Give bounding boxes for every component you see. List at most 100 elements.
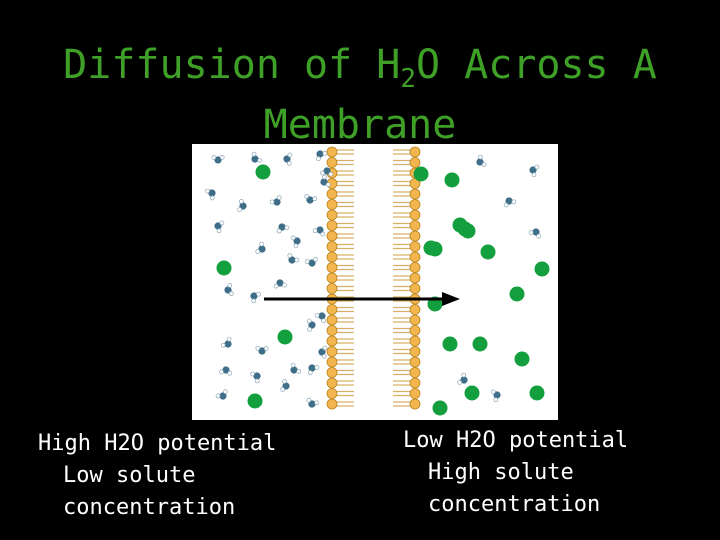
solute-particle-icon <box>460 223 476 239</box>
water-hydrogen <box>320 231 326 237</box>
water-hydrogen <box>238 199 244 204</box>
water-hydrogen <box>304 259 310 264</box>
lipid-head-icon <box>326 356 338 368</box>
water-molecule-icon <box>251 151 263 163</box>
water-hydrogen <box>259 241 265 247</box>
water-hydrogen <box>325 182 331 187</box>
right-caption-line-3: concentration <box>428 492 601 517</box>
water-molecule-icon <box>316 150 328 162</box>
water-molecule-icon <box>320 167 334 177</box>
water-molecule-icon <box>250 371 261 384</box>
water-hydrogen <box>255 345 261 351</box>
water-hydrogen <box>534 164 540 170</box>
water-hydrogen <box>314 365 320 370</box>
lipid-head-icon <box>326 157 338 168</box>
water-hydrogen <box>321 318 326 324</box>
water-hydrogen <box>257 157 263 163</box>
water-molecule-icon <box>255 241 266 254</box>
water-molecule-icon <box>211 155 225 164</box>
lipid-head-icon <box>326 209 338 221</box>
water-oxygen <box>273 198 281 206</box>
water-molecule-icon <box>314 312 326 324</box>
left-caption: High H2O potential Low solute concentrat… <box>38 428 276 524</box>
water-hydrogen <box>273 283 279 289</box>
water-oxygen <box>253 372 261 380</box>
water-hydrogen <box>528 230 534 235</box>
water-hydrogen <box>306 397 312 403</box>
water-molecule-icon <box>280 378 290 392</box>
water-oxygen <box>250 292 258 300</box>
water-hydrogen <box>282 282 287 288</box>
lipid-head-icon <box>326 304 338 315</box>
water-hydrogen <box>312 228 318 234</box>
solute-particle-icon <box>432 400 448 416</box>
water-oxygen <box>460 376 468 384</box>
lipid-head-icon <box>409 314 421 326</box>
lipid-head-icon <box>409 272 421 284</box>
lipid-head-icon <box>326 283 338 294</box>
water-molecule-icon <box>457 372 468 385</box>
water-oxygen <box>316 150 324 158</box>
lipid-head-icon <box>409 388 421 399</box>
water-molecule-icon <box>237 199 247 212</box>
water-molecule-icon <box>306 397 320 408</box>
water-oxygen <box>493 391 501 399</box>
water-hydrogen <box>254 378 260 384</box>
lipid-head-icon <box>326 241 338 252</box>
water-hydrogen <box>237 207 242 212</box>
water-molecule-icon <box>290 235 301 249</box>
water-hydrogen <box>216 228 222 234</box>
lipid-head-icon <box>326 272 338 284</box>
water-oxygen <box>306 196 314 204</box>
lipid-head-icon <box>326 346 338 357</box>
water-oxygen <box>251 155 259 163</box>
lipid-head-icon <box>409 325 421 336</box>
left-caption-line-3: concentration <box>63 495 236 520</box>
lipid-head-icon <box>326 377 338 389</box>
water-molecule-icon <box>205 188 216 201</box>
title-subscript: 2 <box>400 64 416 94</box>
water-molecule-icon <box>220 336 232 348</box>
water-molecule-icon <box>255 345 269 355</box>
water-molecule-icon <box>304 193 318 204</box>
lipid-head-icon <box>409 157 421 168</box>
water-hydrogen <box>276 228 282 234</box>
water-oxygen <box>293 237 301 245</box>
water-hydrogen <box>314 400 320 406</box>
water-molecule-icon <box>306 318 316 332</box>
water-hydrogen <box>263 346 269 351</box>
water-hydrogen <box>322 151 328 156</box>
water-hydrogen <box>461 372 467 378</box>
water-hydrogen <box>481 162 487 167</box>
water-oxygen <box>316 226 324 234</box>
right-caption-line-1: Low H2O potential <box>403 428 629 453</box>
solute-particle-icon <box>216 260 232 276</box>
lipid-head-icon <box>409 377 421 389</box>
arrow-head <box>442 292 460 306</box>
water-molecule-icon <box>276 223 290 234</box>
left-caption-line-1: High H2O potential <box>38 431 277 456</box>
lipid-head-icon <box>409 335 421 347</box>
water-hydrogen <box>219 155 225 160</box>
water-oxygen <box>283 155 291 163</box>
water-hydrogen <box>294 257 300 263</box>
water-hydrogen <box>280 387 285 392</box>
water-molecule-icon <box>528 228 542 239</box>
solute-particle-icon <box>472 336 488 352</box>
solute-particle-icon <box>255 164 271 180</box>
lipid-head-icon <box>409 146 421 158</box>
water-oxygen <box>476 158 484 166</box>
lipid-head-icon <box>409 304 421 315</box>
water-oxygen <box>308 364 316 372</box>
water-hydrogen <box>282 378 287 384</box>
lipid-head-icon <box>326 388 338 399</box>
water-hydrogen <box>209 195 215 201</box>
lipid-head-icon <box>409 241 421 252</box>
water-molecule-icon <box>307 364 320 375</box>
water-hydrogen <box>531 172 537 178</box>
title-text-suffix: O Across A <box>415 42 657 88</box>
water-hydrogen <box>215 393 221 399</box>
water-oxygen <box>290 366 298 374</box>
water-molecule-icon <box>304 257 318 267</box>
water-hydrogen <box>322 174 327 180</box>
